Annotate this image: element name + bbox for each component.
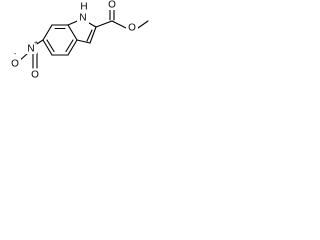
bond-c3-c3a (76, 39, 91, 44)
bond-ester-o-methyl (137, 20, 149, 29)
nh-h-bg (78, 2, 90, 13)
nitro-plus-charge-label: + (34, 40, 38, 47)
inner-double-bond-left (46, 39, 55, 53)
nitro-nitrogen-label: N (27, 44, 34, 55)
benzene-ring (42, 24, 78, 56)
nitro-oxygen-minus-label: O (11, 59, 19, 70)
nitroindole-carboxylate-structure: H N O O O - N + O (9, 0, 149, 81)
double-bond-c2-c3 (86, 29, 93, 42)
nitro-o-minus-bg (9, 58, 21, 69)
nh-hydrogen-label: H (80, 2, 87, 13)
bond-c7-c7a (67, 24, 78, 41)
carbonyl-o-bg (106, 0, 118, 10)
indole-nitrogen-label: N (79, 13, 86, 24)
nitro-oxygen-label: O (31, 70, 39, 81)
bond-c2-c3 (89, 26, 97, 44)
nitro-minus-charge-label: - (14, 51, 17, 58)
bond-c3a-c4 (42, 24, 53, 41)
nh-n-bg (77, 13, 89, 24)
nitro-n-bg (25, 43, 37, 54)
inner-double-bond-right (65, 39, 74, 53)
bond-carbonyl-c-ester-o (111, 20, 127, 29)
ester-oxygen-label: O (128, 23, 136, 34)
bond-c2-carbonyl-c (95, 20, 113, 28)
carbonyl-oxygen-label: O (108, 0, 116, 11)
atom-labels: H N O O O - N + O (9, 0, 138, 81)
bond-c4-c5 (42, 39, 53, 56)
methyl-ester (95, 7, 149, 29)
nitro-o-bg (29, 69, 41, 80)
ester-o-bg (126, 23, 138, 34)
bond-c6-c7 (67, 39, 78, 56)
